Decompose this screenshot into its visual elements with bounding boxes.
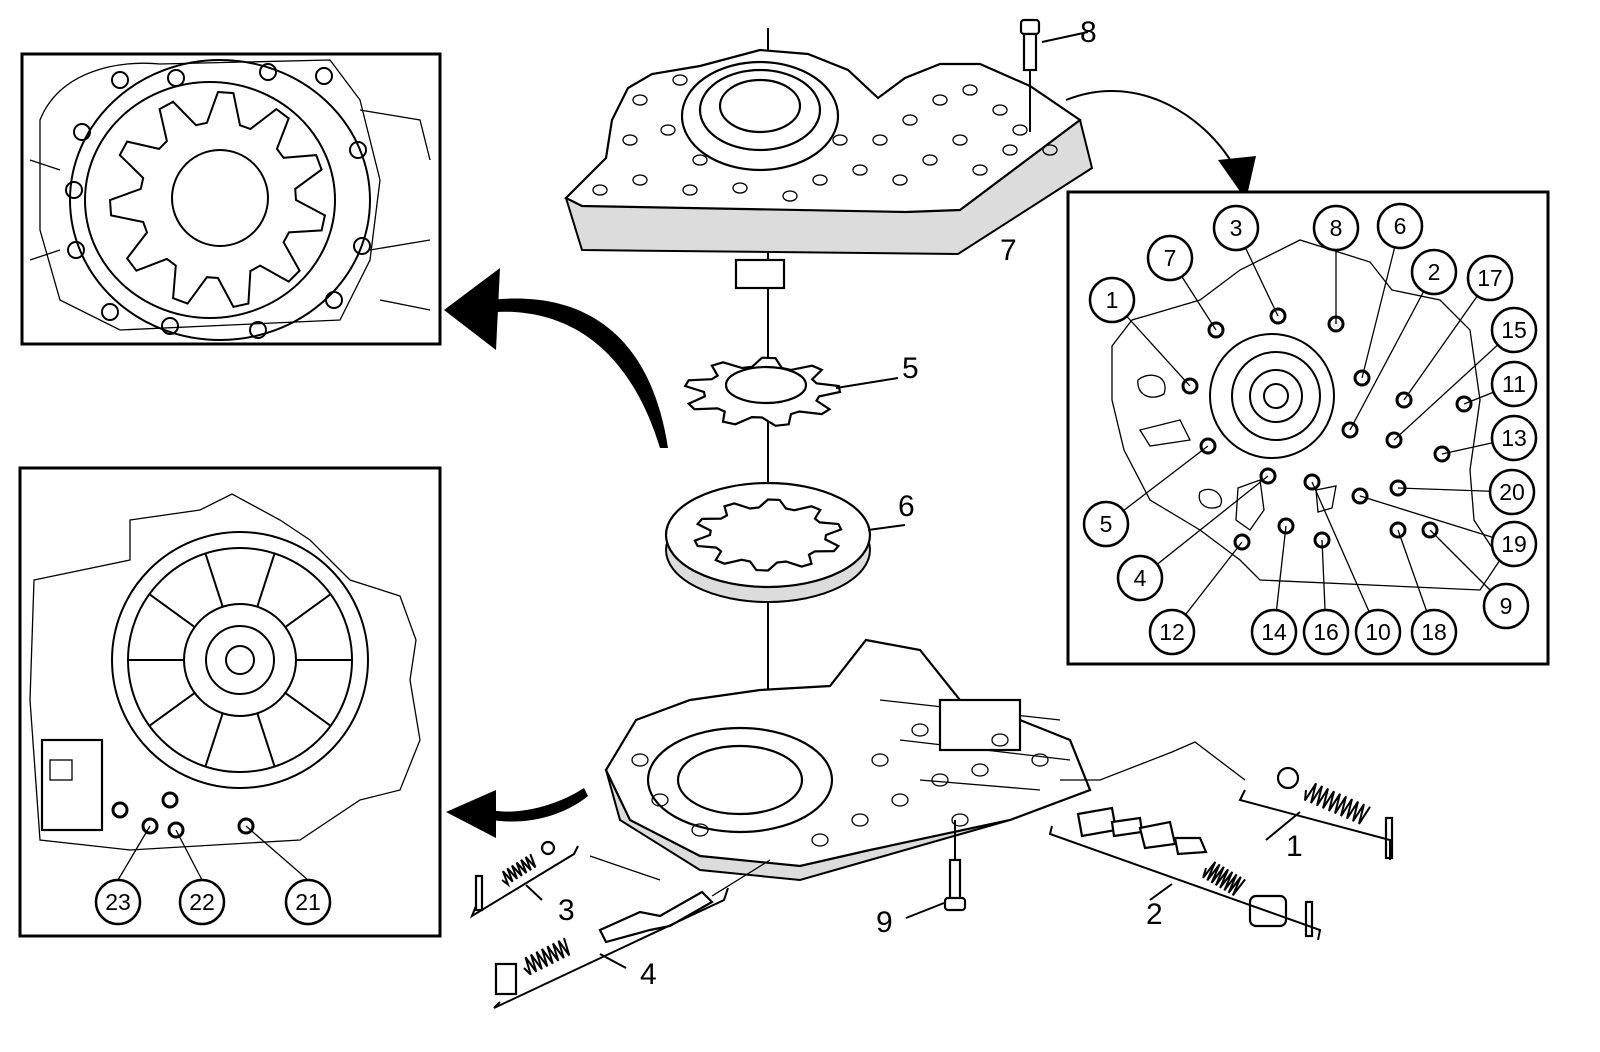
bolt-8 bbox=[1019, 18, 1089, 132]
bolt-callout-label: 17 bbox=[1477, 265, 1503, 291]
bolt-callout-label: 16 bbox=[1313, 619, 1339, 645]
bolt-callout-4: 4 bbox=[1116, 554, 1164, 602]
bolt-callout-15: 15 bbox=[1490, 306, 1538, 354]
pump-cover-plate bbox=[564, 48, 1094, 290]
bolt-callout-label: 15 bbox=[1501, 317, 1527, 343]
valve-assembly-1 bbox=[1060, 741, 1394, 860]
inner-gear bbox=[683, 356, 899, 427]
housing-callout-22: 22 bbox=[178, 878, 226, 926]
part-label-8: 8 bbox=[1080, 16, 1097, 49]
bolt-callout-label: 11 bbox=[1502, 371, 1526, 397]
bolt-callout-2: 2 bbox=[1410, 248, 1458, 296]
bolt-callout-3: 3 bbox=[1212, 204, 1260, 252]
bolt-callout-label: 20 bbox=[1499, 479, 1525, 505]
bolt-callout-1: 1 bbox=[1088, 276, 1136, 324]
bolt-callout-label: 6 bbox=[1394, 213, 1407, 239]
arrow-to-bottom-left-inset bbox=[446, 788, 588, 838]
bolt-callout-label: 12 bbox=[1159, 619, 1185, 645]
inset-housing: 21 22 23 bbox=[18, 466, 442, 938]
housing-callout-label: 23 bbox=[105, 889, 131, 915]
bolt-callout-18: 18 bbox=[1410, 608, 1458, 656]
bolt-callout-11: 11 bbox=[1490, 360, 1538, 408]
pump-body bbox=[604, 638, 1092, 882]
bolt-callout-19: 19 bbox=[1490, 520, 1538, 568]
part-label-7: 7 bbox=[1000, 234, 1017, 267]
bolt-callout-8: 8 bbox=[1312, 204, 1360, 252]
bolt-callout-label: 10 bbox=[1365, 619, 1391, 645]
bolt-callout-13: 13 bbox=[1490, 414, 1538, 462]
bolt-callout-17: 17 bbox=[1466, 254, 1514, 302]
arrow-to-top-right-inset bbox=[1065, 89, 1256, 200]
bolt-callout-label: 8 bbox=[1330, 215, 1343, 241]
bolt-callout-label: 7 bbox=[1164, 245, 1177, 271]
housing-callout-label: 22 bbox=[189, 889, 215, 915]
bolt-9 bbox=[905, 820, 967, 919]
bolt-callout-9: 9 bbox=[1482, 582, 1530, 630]
bolt-callout-label: 14 bbox=[1261, 619, 1287, 645]
part-label-9: 9 bbox=[876, 906, 893, 939]
bolt-callout-label: 18 bbox=[1421, 619, 1447, 645]
bolt-callout-label: 5 bbox=[1100, 511, 1113, 537]
part-label-1: 1 bbox=[1286, 830, 1303, 863]
housing-callout-21: 21 bbox=[284, 878, 332, 926]
bolt-callout-7: 7 bbox=[1146, 234, 1194, 282]
bolt-callout-16: 16 bbox=[1302, 608, 1350, 656]
housing-callout-23: 23 bbox=[94, 878, 142, 926]
bolt-callout-20: 20 bbox=[1488, 468, 1536, 516]
bolt-callout-label: 13 bbox=[1501, 425, 1527, 451]
part-label-5: 5 bbox=[902, 352, 919, 385]
valve-assembly-3 bbox=[469, 840, 661, 919]
bolt-callout-label: 9 bbox=[1500, 593, 1513, 619]
bolt-callout-label: 3 bbox=[1230, 215, 1243, 241]
part-label-2: 2 bbox=[1146, 898, 1163, 931]
outer-gear bbox=[664, 481, 906, 603]
inset-gear-closeup bbox=[20, 52, 442, 346]
housing-callout-label: 21 bbox=[295, 889, 321, 915]
bolt-callout-label: 4 bbox=[1134, 565, 1147, 591]
bolt-callout-10: 10 bbox=[1354, 608, 1402, 656]
part-label-6: 6 bbox=[898, 490, 915, 523]
bolt-callout-12: 12 bbox=[1148, 608, 1196, 656]
valve-assembly-2 bbox=[1048, 806, 1322, 941]
bolt-callout-6: 6 bbox=[1376, 202, 1424, 250]
bolt-callout-label: 19 bbox=[1501, 531, 1527, 557]
arrow-to-top-left-inset bbox=[444, 268, 668, 448]
part-label-4: 4 bbox=[640, 958, 657, 991]
valve-assembly-4 bbox=[493, 859, 771, 1009]
bolt-callout-label: 1 bbox=[1106, 287, 1119, 313]
bolt-callout-label: 2 bbox=[1428, 259, 1441, 285]
bolt-callout-14: 14 bbox=[1250, 608, 1298, 656]
part-label-3: 3 bbox=[558, 894, 575, 927]
bolt-callout-5: 5 bbox=[1082, 500, 1130, 548]
